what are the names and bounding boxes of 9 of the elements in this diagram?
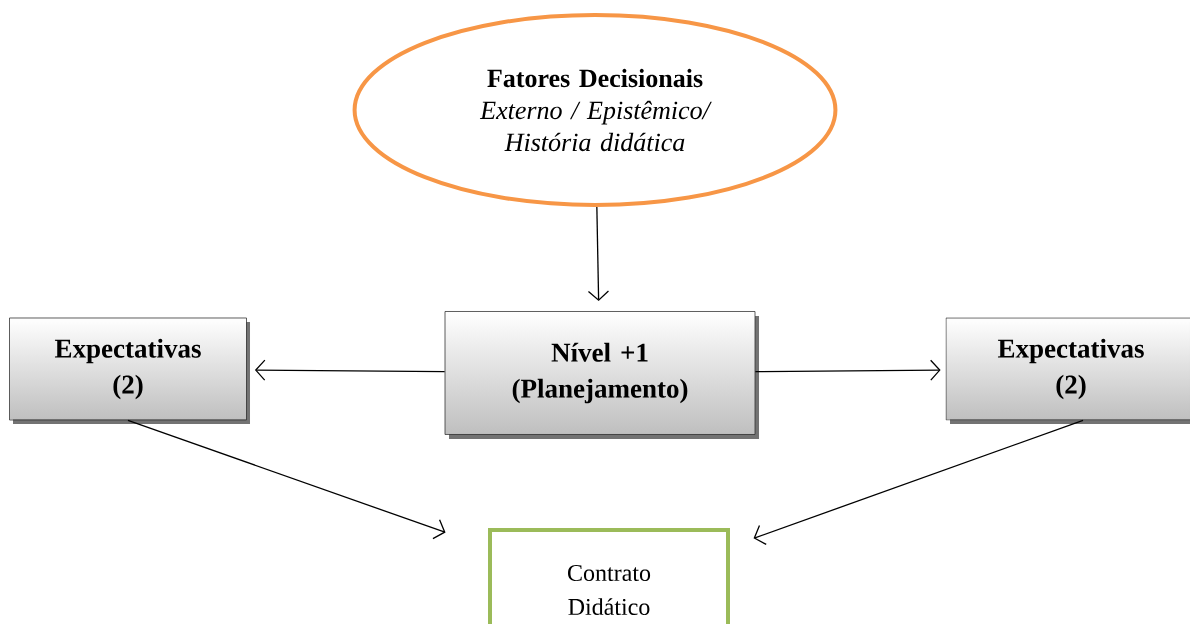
arrow <box>587 206 610 302</box>
arrow <box>753 419 1084 546</box>
arrow <box>127 419 446 540</box>
process-box: Expectativas (2) <box>9 317 250 424</box>
process-box: Expectativas (2) <box>945 317 1190 424</box>
result-box: Contrato Didático <box>488 528 730 624</box>
process-box: Nível +1 (Planejamento) <box>444 311 759 439</box>
arrow <box>254 359 446 381</box>
arrow <box>754 359 941 381</box>
